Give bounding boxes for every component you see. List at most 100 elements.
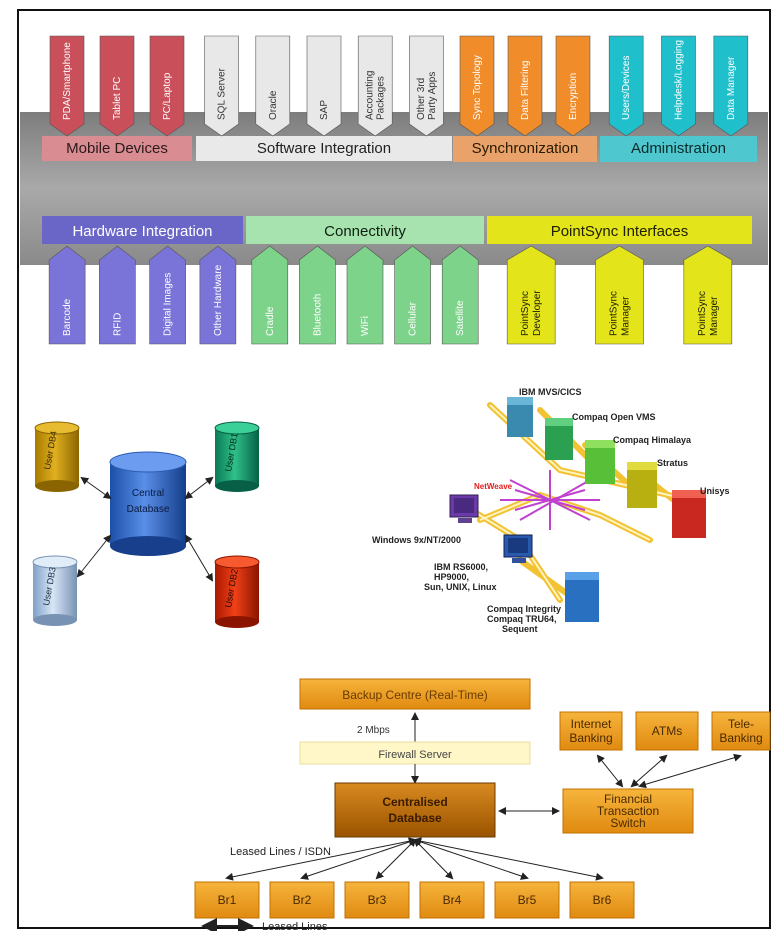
branch-br4: Br4 [413, 838, 485, 919]
tab-label-other-3rd-party-apps: Other 3rd [416, 78, 427, 120]
server-compaq-integrity [565, 572, 599, 622]
link-br3 [375, 838, 417, 880]
group-label-synchronization: Synchronization [472, 140, 579, 157]
tab-sap [306, 35, 342, 137]
internet-banking-label-2: Banking [569, 731, 612, 745]
label-ibm-rs-2: HP9000, [434, 572, 469, 582]
tab-label-pc-laptop: PC/Laptop [162, 72, 173, 120]
tab-other-3rd-party-apps [409, 35, 444, 137]
distributed-database-diagram: Central Database User DB4 User DB1 User … [32, 421, 260, 628]
tab-satellite [441, 245, 479, 345]
group-label-pointsync-interfaces: PointSync Interfaces [551, 223, 689, 240]
tab-sql-server [204, 35, 239, 137]
tab-label-digital-images: Digital Images [163, 273, 174, 336]
user-db3: User DB3 [32, 555, 78, 626]
tab-pda-smartphone [49, 35, 85, 137]
server-compaq-vms [545, 418, 573, 460]
tab-label-wifi: WiFi [360, 316, 371, 336]
group-label-software-integration: Software Integration [257, 140, 391, 157]
workstation-ibm-rs [503, 534, 533, 563]
label-ibm-rs-3: Sun, UNIX, Linux [424, 582, 497, 592]
tab-label-pointsync-manager: PointSync [697, 291, 708, 336]
banking-network-diagram: Backup Centre (Real-Time) 2 Mbps Firewal… [194, 678, 771, 931]
backup-centre-label: Backup Centre (Real-Time) [342, 688, 488, 702]
tab-label-bluetooth: Bluetooth [312, 294, 323, 336]
switch-box [562, 788, 694, 834]
branch-br3: Br3 [344, 838, 417, 919]
netweave-label: NetWeave [474, 482, 513, 491]
label-windows: Windows 9x/NT/2000 [372, 535, 461, 545]
tab-encryption [555, 35, 591, 137]
user-db2: User DB2 [214, 555, 260, 628]
tab-label-data-filtering: Data Filtering [520, 61, 531, 120]
internet-banking-label-1: Internet [571, 717, 612, 731]
branch-label-br6: Br6 [593, 893, 612, 907]
server-compaq-himalaya [585, 440, 615, 484]
label-compaq-integrity-1: Compaq Integrity [487, 604, 561, 614]
label-compaq-integrity-3: Sequent [502, 624, 538, 634]
link-br6 [413, 837, 604, 881]
group-synchronization: Sync Topology Data Filtering EncryptionSyn… [453, 35, 597, 162]
tab-label-accounting-packages: Accounting [365, 71, 376, 120]
backup-centre-box [299, 678, 531, 710]
server-unisys [672, 490, 706, 538]
label-ibm-mvs: IBM MVS/CICS [519, 387, 582, 397]
group-label-mobile-devices: Mobile Devices [66, 140, 168, 157]
tab-rfid [99, 245, 136, 345]
link-tele [638, 753, 742, 789]
tab-label-cellular: Cellular [408, 301, 419, 336]
atms-box [635, 711, 699, 751]
atms-label: ATMs [652, 724, 682, 738]
centralised-database-label-1: Centralised [382, 795, 447, 809]
tab-sync-topology [459, 35, 495, 137]
switch-label-1: Financial [604, 792, 652, 806]
switch-label-2: Transaction [597, 804, 659, 818]
tab-data-filtering [507, 35, 543, 137]
tab-label-pointsync-developer: PointSync [520, 291, 531, 336]
tab-barcode [48, 245, 86, 345]
link-db3 [76, 534, 112, 578]
tab-label-other-hardware: Other Hardware [213, 264, 224, 336]
tab-label-data-manager: Data Manager [726, 56, 737, 120]
label-stratus: Stratus [657, 458, 688, 468]
tab-label-accounting-packages: Packages [376, 76, 387, 120]
tab-label-pointsync-developer: Developer [532, 290, 543, 336]
branch-br6: Br6 [413, 837, 635, 919]
tab-helpdesk-logging [661, 35, 696, 137]
tab-label-rfid: RFID [112, 313, 123, 336]
label-compaq-integrity-2: Compaq TRU64, [487, 614, 557, 624]
central-database-label-2: Database [127, 504, 170, 515]
branch-label-br4: Br4 [443, 893, 462, 907]
tele-banking-label-1: Tele- [728, 717, 754, 731]
tele-banking-label-2: Banking [719, 731, 762, 745]
tab-label-other-3rd-party-apps: Party Apps [427, 72, 438, 120]
tab-tablet-pc [99, 35, 135, 137]
tab-other-hardware [199, 245, 237, 345]
firewall-label: Firewall Server [378, 749, 452, 761]
tab-label-encryption: Encryption [568, 73, 579, 120]
branch-label-br1: Br1 [218, 893, 237, 907]
tab-label-cradle: Cradle [265, 306, 276, 336]
tab-label-satellite: Satellite [455, 300, 466, 336]
tab-cradle [251, 245, 289, 345]
link-internet [596, 754, 624, 788]
tab-pc-laptop [149, 35, 185, 137]
leased-lines-label: Leased Lines [262, 921, 328, 931]
tab-label-sync-topology: Sync Topology [472, 55, 483, 120]
tab-label-pointsync-manager: Manager [709, 296, 720, 336]
group-label-connectivity: Connectivity [324, 223, 406, 240]
tab-label-tablet-pc: Tablet PC [112, 77, 123, 120]
tab-pointsync-developer [506, 245, 556, 345]
group-label-administration: Administration [631, 140, 726, 157]
user-db4: User DB4 [34, 421, 80, 492]
label-ibm-rs-1: IBM RS6000, [434, 562, 488, 572]
centralised-database-label-2: Database [388, 811, 442, 825]
tab-label-sap: SAP [319, 100, 330, 120]
central-database-label-1: Central [132, 488, 164, 499]
tab-label-pda-smartphone: PDA/Smartphone [62, 42, 73, 120]
